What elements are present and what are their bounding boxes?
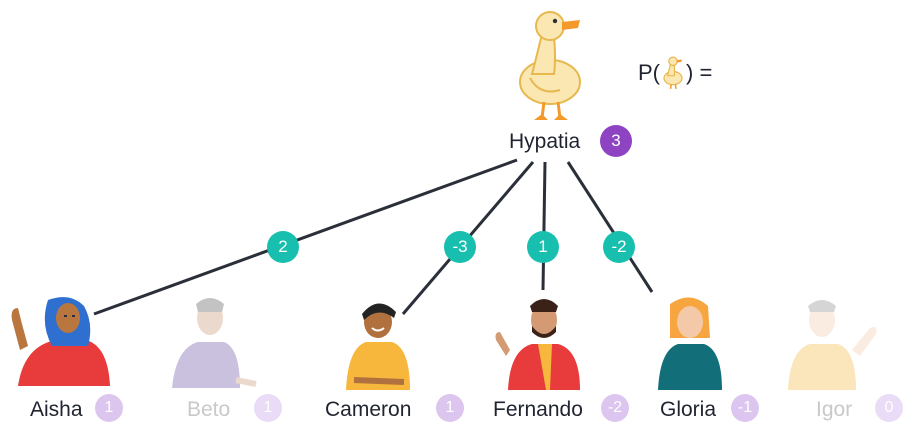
duck-icon <box>663 56 683 89</box>
person-score-beto: 1 <box>254 394 282 422</box>
formula-suffix: ) = <box>686 60 713 85</box>
edge-aisha <box>93 158 518 316</box>
gloria-avatar <box>658 297 722 390</box>
root-name: Hypatia <box>509 130 581 153</box>
duck-icon <box>519 11 581 120</box>
cameron-avatar <box>346 303 410 390</box>
formula-prefix: P( <box>638 60 660 85</box>
edge-label-aisha: 2 <box>267 231 299 263</box>
person-name-aisha: Aisha <box>30 398 83 421</box>
edge-label-gloria: -2 <box>603 231 635 263</box>
person-name-igor: Igor <box>816 398 853 421</box>
edge-label-cameron: -3 <box>444 231 476 263</box>
person-name-fernando: Fernando <box>493 398 583 421</box>
person-name-cameron: Cameron <box>325 398 412 421</box>
edge-label-fernando: 1 <box>527 231 559 263</box>
person-score-fernando: -2 <box>601 394 629 422</box>
root-score-badge: 3 <box>600 125 632 157</box>
fernando-avatar <box>495 299 580 390</box>
person-score-gloria: -1 <box>731 394 759 422</box>
person-name-beto: Beto <box>187 398 231 421</box>
igor-avatar <box>788 300 877 390</box>
person-score-aisha: 1 <box>95 394 123 422</box>
edge-fernando <box>541 161 547 291</box>
aisha-avatar <box>11 297 110 386</box>
edge-gloria <box>566 161 654 293</box>
person-score-igor: 0 <box>875 394 903 422</box>
person-score-cameron: 1 <box>436 394 464 422</box>
probability-formula: P( ) = <box>638 54 712 92</box>
person-name-gloria: Gloria <box>660 398 717 421</box>
beto-avatar <box>172 298 257 388</box>
